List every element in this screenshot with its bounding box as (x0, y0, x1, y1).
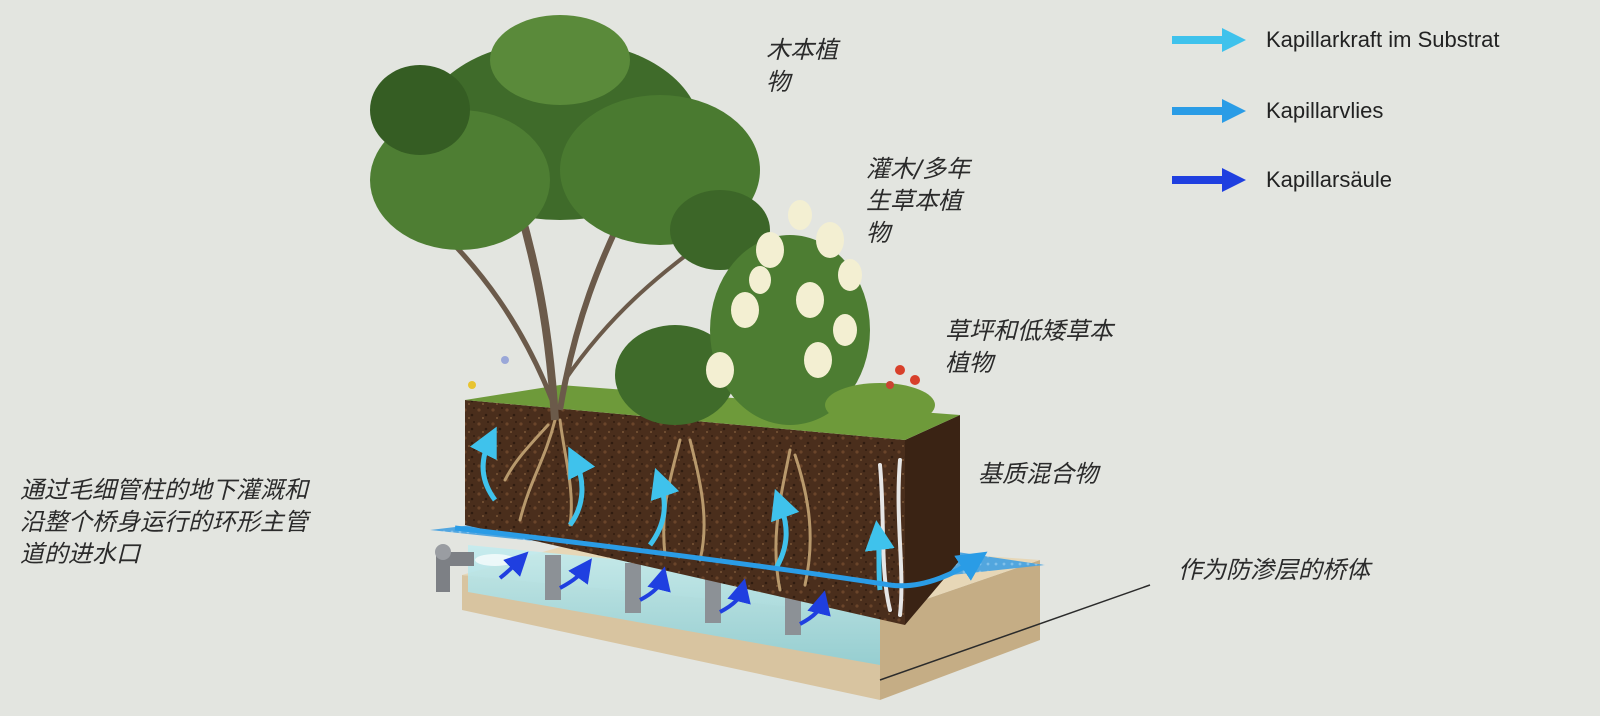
legend-label: Kapillarkraft im Substrat (1266, 27, 1500, 52)
dark-blue-arrow-icon (1172, 168, 1246, 192)
legend-item-substrate: Kapillarkraft im Substrat (1170, 26, 1500, 54)
inlet-pipe (435, 544, 515, 592)
bridge-leader-line (879, 584, 1151, 681)
substrate-capillary-arrows (469, 426, 895, 591)
fleece-arrows (454, 525, 988, 589)
tree (370, 15, 770, 421)
label-woody-plants: 木本植 物 (766, 36, 838, 96)
flower-heads (706, 200, 862, 388)
label-bridge-body: 作为防渗层的桥体 (1178, 556, 1370, 584)
blue-arrow-icon (1172, 99, 1246, 123)
label-substrate-mix: 基质混合物 (978, 460, 1098, 488)
legend-label: Kapillarsäule (1266, 167, 1392, 192)
grass-flowers (468, 356, 935, 427)
legend-label: Kapillarvlies (1266, 98, 1384, 123)
legend-item-fleece: Kapillarvlies (1170, 97, 1383, 125)
label-water-inlet: 通过毛细管柱的地下灌溉和 沿整个桥身运行的环形主管 道的进水口 (20, 476, 308, 568)
label-lawn-low-herbs: 草坪和低矮草本 植物 (945, 317, 1113, 377)
column-arrows (498, 551, 831, 626)
legend-item-column: Kapillarsäule (1170, 166, 1392, 194)
light-cyan-arrow-icon (1172, 28, 1246, 52)
label-shrubs-perennials: 灌木/多年 生草本植 物 (866, 155, 971, 247)
